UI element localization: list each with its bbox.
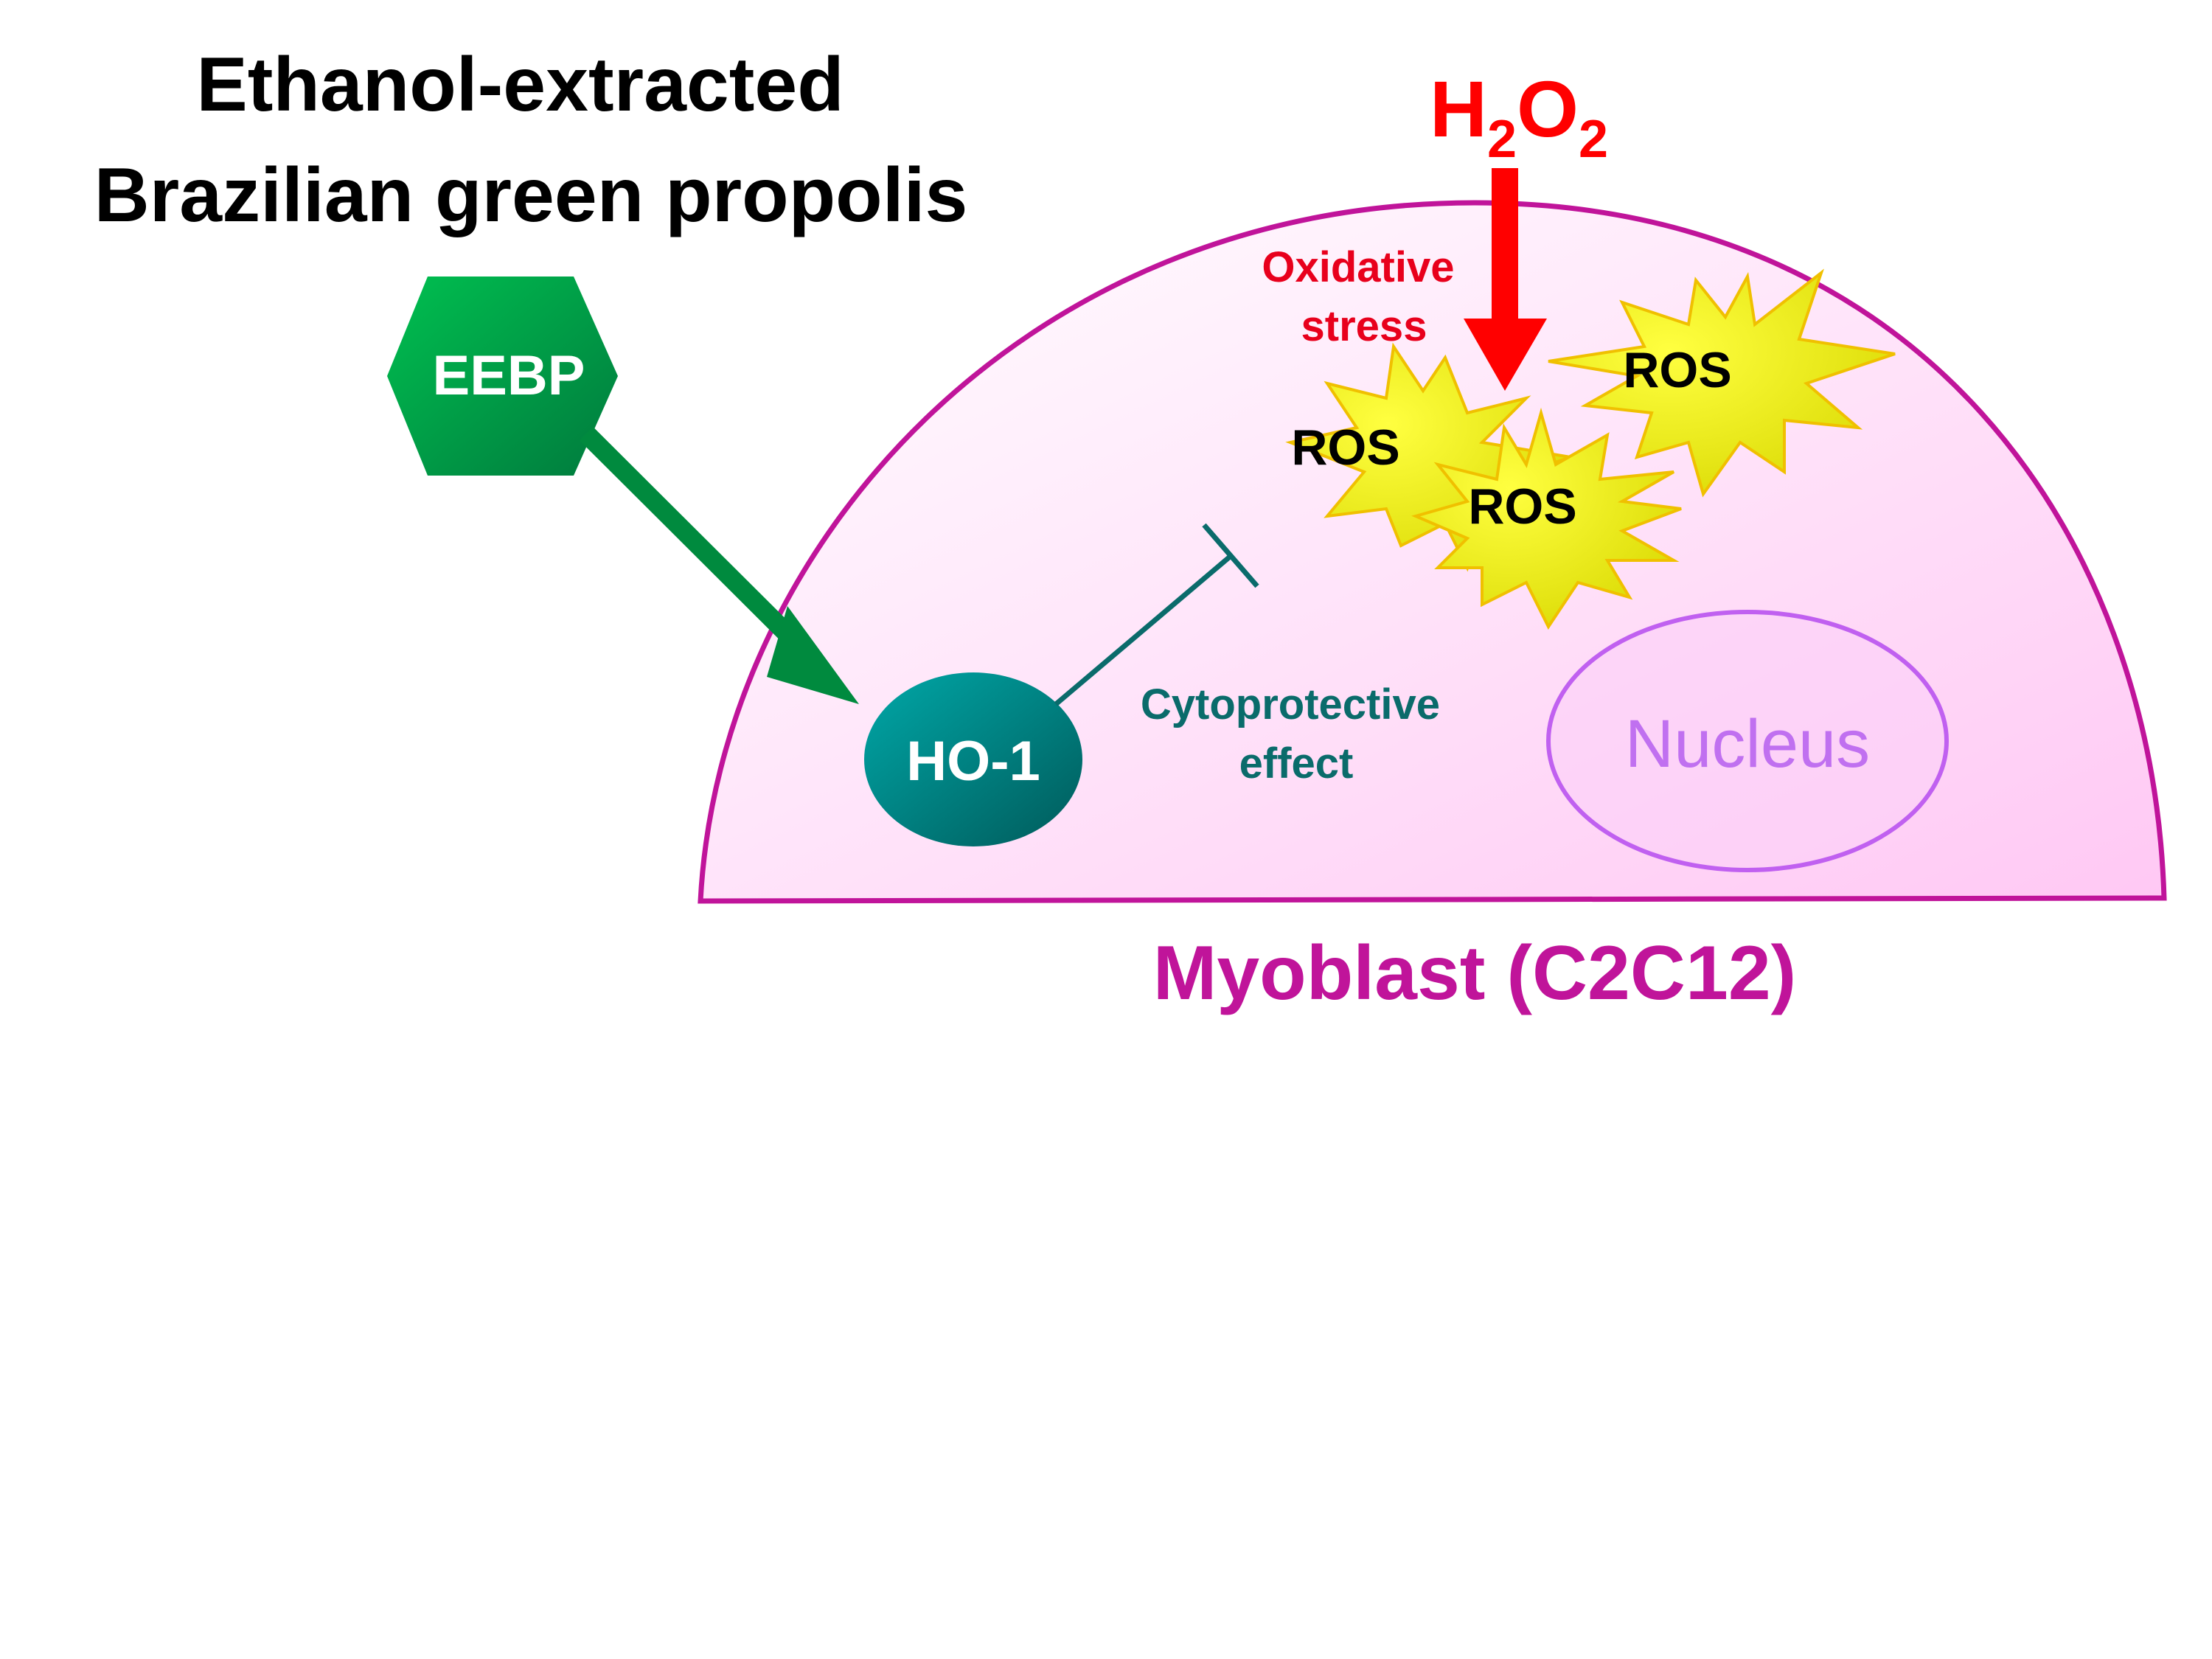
h2o2-arrow [1464, 168, 1547, 391]
h2o2-sub1: 2 [1487, 110, 1517, 169]
ho1-label: HO-1 [906, 730, 1040, 793]
ros-burst-3 [1411, 407, 1682, 630]
eebp-to-ho1-arrow [579, 426, 859, 704]
eebp-label: EEBP [433, 344, 585, 407]
ho1-ellipse [864, 672, 1082, 846]
cytoprotective-label: Cytoprotective effect [1141, 681, 1452, 787]
nucleus-label: Nucleus [1625, 706, 1870, 782]
oxidative-stress-line2: stress [1301, 302, 1427, 350]
title-line1: Ethanol-extracted [196, 42, 844, 128]
h2o2-h: H [1430, 64, 1487, 153]
inhibition-line [1054, 523, 1259, 706]
ros-label-2: ROS [1623, 342, 1731, 398]
title-line2: Brazilian green propolis [94, 153, 968, 238]
title: Ethanol-extracted Brazilian green propol… [94, 42, 968, 238]
cell-label: Myoblast (C2C12) [1153, 931, 1797, 1016]
h2o2-o: O [1517, 64, 1579, 153]
ros-label-3: ROS [1468, 479, 1576, 535]
nucleus [1546, 610, 1949, 872]
h2o2-sub2: 2 [1579, 110, 1608, 169]
eebp-hexagon [387, 276, 618, 476]
cytoprotective-line2: effect [1239, 740, 1354, 787]
ros-burst-2 [1548, 268, 1896, 498]
ros-label-1: ROS [1291, 420, 1399, 476]
oxidative-stress-line1: Oxidative [1262, 243, 1454, 291]
h2o2-label: H2O2 [1430, 64, 1608, 169]
cytoprotective-line1: Cytoprotective [1141, 681, 1440, 728]
oxidative-stress-label: Oxidative stress [1262, 243, 1466, 350]
